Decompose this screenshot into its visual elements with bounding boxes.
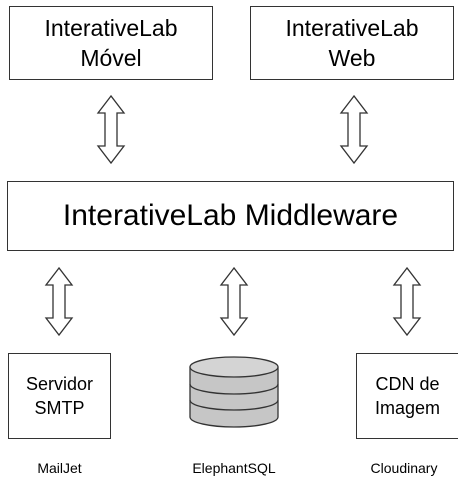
- arrow-web-middleware: [339, 94, 369, 165]
- smtp-server-box: Servidor SMTP: [8, 353, 111, 439]
- cdn-box-subtitle: Imagem: [374, 398, 441, 418]
- smtp-box-subtitle: SMTP: [34, 398, 85, 418]
- arrow-middleware-database: [219, 266, 249, 337]
- interativelab-movel-box: InterativeLab Móvel: [9, 6, 213, 80]
- cdn-image-box: CDN de Imagem: [356, 353, 458, 439]
- interativelab-middleware-box: InterativeLab Middleware: [7, 181, 454, 251]
- database-icon: [189, 356, 279, 428]
- smtp-box-title: Servidor: [25, 374, 94, 394]
- elephantsql-caption: ElephantSQL: [192, 460, 276, 476]
- arrow-middleware-smtp: [44, 266, 74, 337]
- arrow-middleware-cdn: [392, 266, 422, 337]
- web-box-title: InterativeLab: [285, 15, 419, 41]
- movel-box-title: InterativeLab: [44, 15, 178, 41]
- web-box-subtitle: Web: [328, 45, 376, 71]
- interativelab-web-box: InterativeLab Web: [250, 6, 454, 80]
- arrow-movel-middleware: [96, 94, 126, 165]
- middleware-label: InterativeLab Middleware: [62, 199, 399, 232]
- movel-box-subtitle: Móvel: [80, 45, 142, 71]
- cloudinary-caption: Cloudinary: [370, 460, 438, 476]
- cdn-box-title: CDN de: [375, 374, 440, 394]
- mailjet-caption: MailJet: [37, 460, 82, 476]
